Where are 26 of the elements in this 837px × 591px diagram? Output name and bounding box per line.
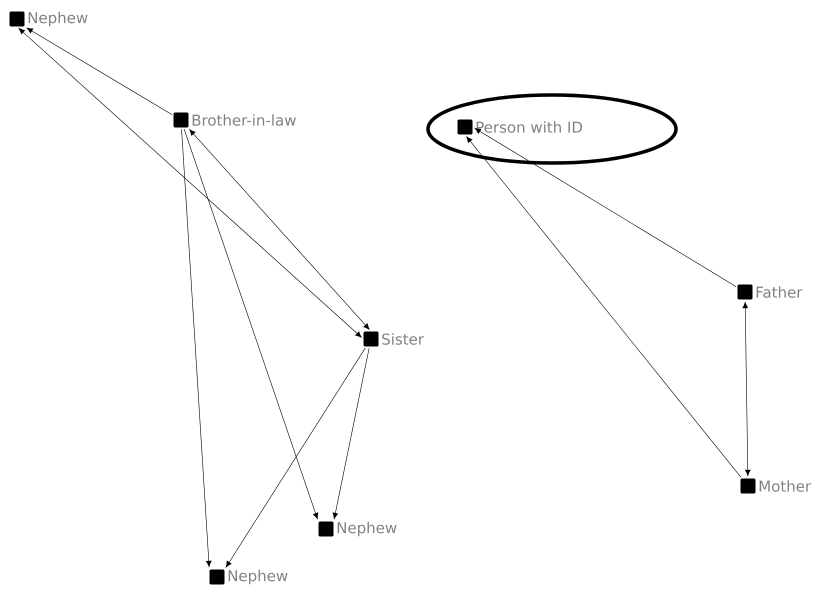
node-label: Nephew [28,12,88,26]
network-node: Nephew [318,522,397,536]
arrow [18,28,362,338]
arrow [184,128,318,520]
arrow [742,302,750,476]
arrow [226,348,366,568]
network-node: Person with ID [458,120,582,134]
network-node: Nephew [10,12,88,26]
node-label: Brother-in-law [192,114,296,126]
arrow [189,129,370,330]
node-label: Sister [382,333,424,345]
arrow [474,128,736,287]
node-label: Nephew [338,522,397,536]
network-node: Brother-in-law [174,112,296,128]
arrow [466,136,742,478]
network-node: Nephew [210,570,288,584]
node-label: Father [756,286,802,298]
arrow [332,348,370,520]
network-node: Sister [364,332,424,346]
node-label: Mother [760,480,812,492]
node-label: Person with ID [476,121,582,133]
arrow [26,28,172,115]
node-label: Nephew [228,570,288,584]
network-node: Father [738,284,802,300]
network-node: Mother [740,478,812,494]
arrow [181,128,212,568]
